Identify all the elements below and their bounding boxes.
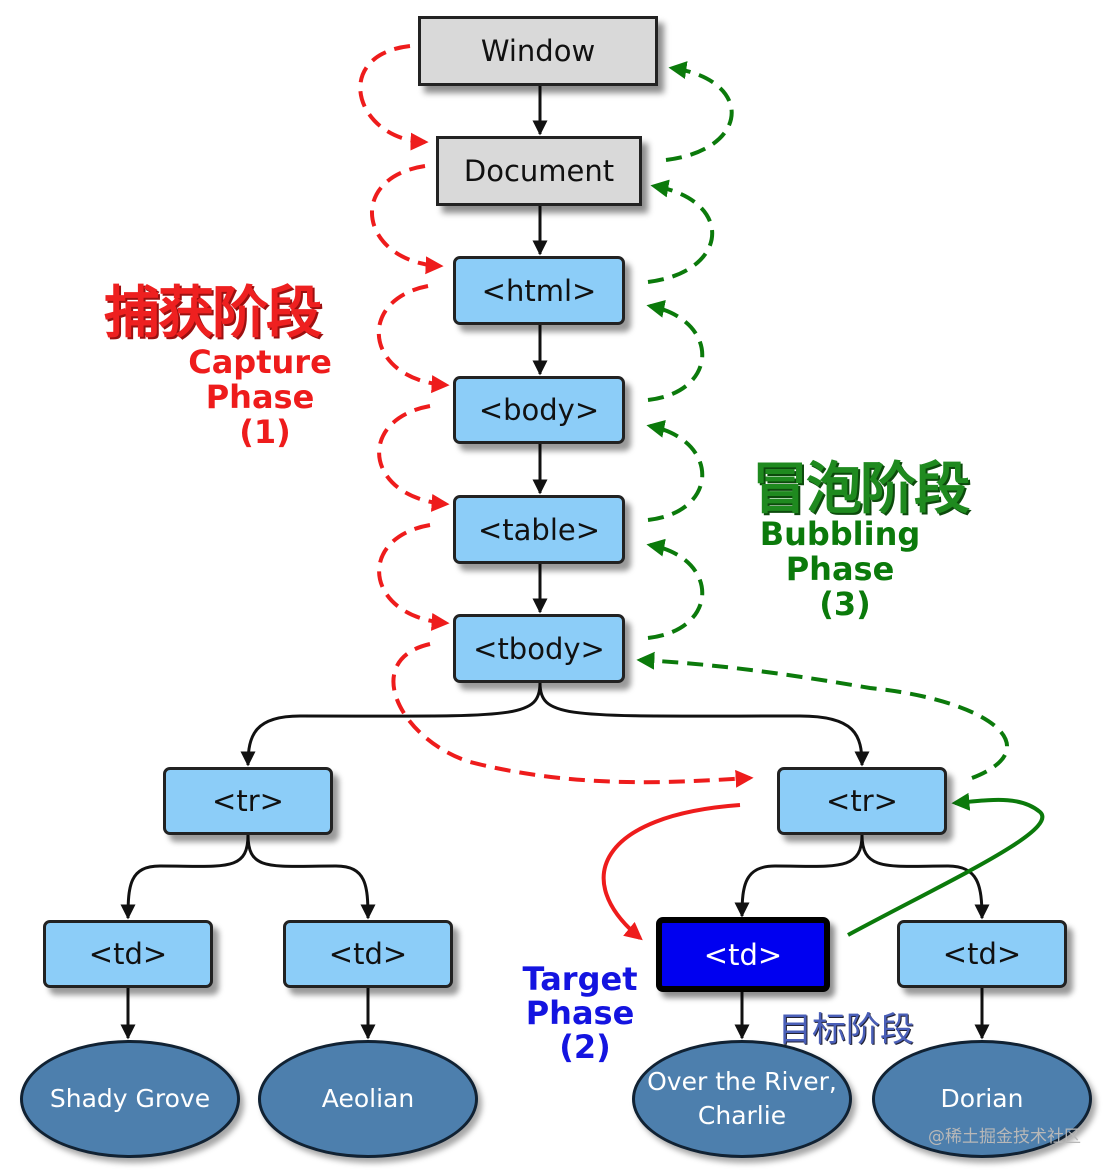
td-2-label: <td> [328, 937, 408, 971]
body-label: <body> [478, 393, 600, 427]
bubbling-phase-cn: 冒泡阶段 [752, 457, 970, 522]
capture-phase-line2: Phase [205, 378, 315, 416]
tbody-node: <tbody> [453, 614, 625, 683]
target-arrow-red [601, 803, 741, 941]
td-4-label: <td> [942, 937, 1022, 971]
td-1-label: <td> [88, 937, 168, 971]
leaf-over-the-river: Over the River, Charlie [632, 1040, 852, 1158]
td-1-node: <td> [43, 920, 213, 988]
window-label: Window [480, 34, 596, 68]
leaf-dorian: Dorian [872, 1040, 1092, 1158]
bubbling-phase-line1: Bubbling [759, 515, 921, 553]
capture-phase-line1: Capture [188, 343, 332, 381]
tr-right-label: <tr> [826, 784, 898, 818]
body-node: <body> [453, 376, 625, 444]
tr-right-node: <tr> [777, 767, 947, 835]
td-target-label: <td> [703, 937, 783, 972]
target-phase-cn: 目标阶段 [778, 1010, 914, 1050]
bubbling-phase-line3: (3) [819, 585, 871, 623]
capture-arrows [358, 44, 754, 788]
tr-left-node: <tr> [163, 767, 333, 835]
window-node: Window [418, 16, 658, 86]
tree-connectors [120, 86, 990, 1040]
leaf-shady-grove-text: Shady Grove [49, 1084, 211, 1113]
target-phase-line2: Phase [525, 994, 635, 1032]
document-node: Document [436, 136, 642, 206]
leaf-aeolian-text: Aeolian [321, 1084, 415, 1113]
document-label: Document [463, 154, 615, 188]
target-arrow-green [847, 792, 1045, 937]
table-label: <table> [477, 512, 601, 547]
capture-phase-line3: (1) [239, 413, 291, 451]
html-node: <html> [453, 256, 625, 325]
target-phase-line3: (2) [559, 1028, 611, 1066]
capture-phase-cn: 捕获阶段 [104, 281, 322, 346]
tbody-label: <tbody> [473, 631, 605, 666]
table-node: <table> [453, 495, 625, 564]
td-target-node: <td> [656, 917, 830, 992]
bubbling-arrows [636, 61, 1009, 780]
watermark: @稀土掘金技术社区 [928, 1127, 1081, 1147]
leaf-over-the-river-line1: Over the River, [647, 1067, 837, 1096]
html-label: <html> [481, 273, 597, 308]
leaf-over-the-river-line2: Charlie [697, 1101, 787, 1130]
leaf-aeolian: Aeolian [258, 1040, 478, 1158]
target-phase-line1: Target [522, 960, 638, 998]
leaf-shady-grove: Shady Grove [20, 1040, 240, 1158]
td-4-node: <td> [897, 920, 1067, 988]
tr-left-label: <tr> [212, 784, 284, 818]
leaf-dorian-text: Dorian [940, 1084, 1024, 1113]
bubbling-phase-line2: Phase [785, 550, 895, 588]
td-2-node: <td> [283, 920, 453, 988]
